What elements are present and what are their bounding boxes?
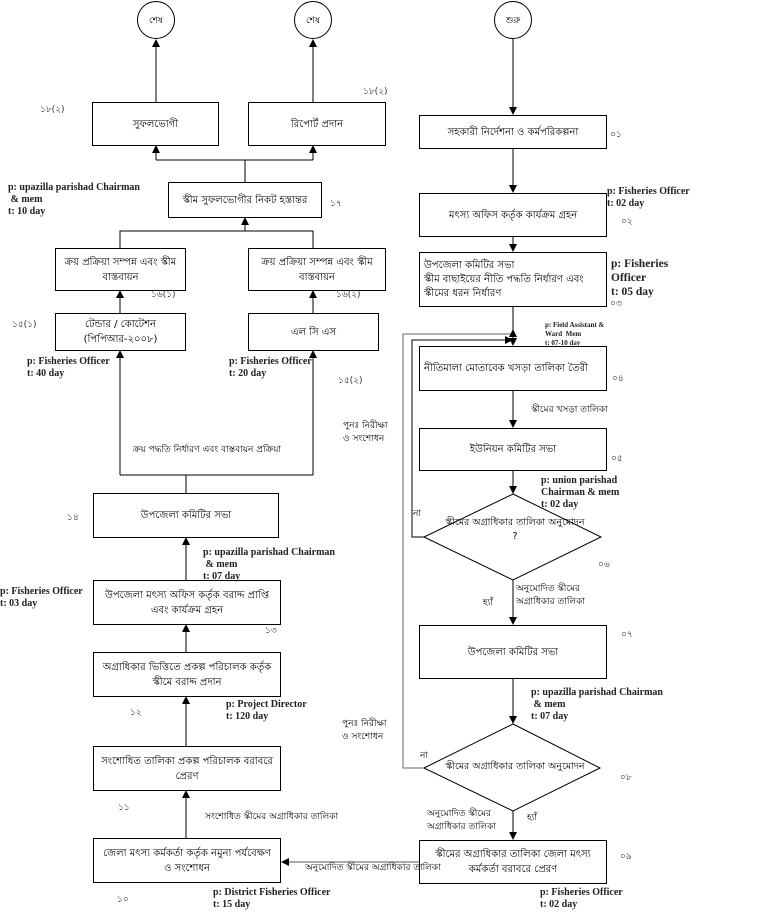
edge-label-approved-list: অনুমোদিত স্কীমের অগ্রাধিকার তালিকা <box>427 809 497 832</box>
step-12-box: অগ্রাধিকার ভিত্তিতে প্রকল্প পরিচালক কর্ত… <box>93 652 281 697</box>
responsibility-note: p: Fisheries Officer t: 05 day <box>611 258 669 298</box>
step-number: ০৭ <box>621 630 633 640</box>
responsibility-note: p: District Fisheries Officer t: 15 day <box>213 887 331 910</box>
decision-06-text: স্কীমের অগ্রাধিকার তালিকা অনুমোদন ? <box>445 517 585 542</box>
responsibility-note: p: Project Director t: 120 day <box>226 699 307 722</box>
step-number: ০৩ <box>610 299 622 309</box>
step-number: ০৬ <box>598 560 610 570</box>
start-terminal: শুরু <box>494 1 532 39</box>
step-13-box: উপজেলা মৎস্য অফিস কর্তৃক বরাদ্দ প্রাপ্তি… <box>93 580 281 625</box>
responsibility-note: p: Fisheries Officer t: 02 day <box>607 186 690 209</box>
step-14-box: উপজেলা কমিটির সভা <box>93 493 279 538</box>
responsibility-note: p: upazilla parishad Chairman & mem t: 0… <box>531 687 663 722</box>
edge-label-recheck: পুনঃ নিরীক্ষা ও সংশোধন <box>343 421 388 444</box>
step-number: ১৫(১) <box>12 320 37 330</box>
edge-label-yes: হ্যাঁ <box>483 598 493 608</box>
edge-06-no-loop <box>411 336 513 538</box>
step-number: ০১ <box>610 130 622 140</box>
step-number: ০৫ <box>611 454 623 464</box>
end-terminal-1: শেষ <box>137 1 175 39</box>
edge-label-recheck: পুনঃ নিরীক্ষা ও সংশোধন <box>342 719 387 742</box>
step-number: ০৮ <box>620 773 632 783</box>
step-number: ১৮(২) <box>40 105 65 115</box>
edge-label-no: না <box>413 509 421 519</box>
decision-08-text: স্কীমের অগ্রাধিকার তালিকা অনুমোদন <box>445 761 585 772</box>
step-07-box: উপজেলা কমিটির সভা <box>419 625 607 679</box>
step-05-box: ইউনিয়ন কমিটির সভা <box>419 428 607 471</box>
edge-16-merge <box>119 230 314 248</box>
edge-label-yes: হ্যাঁ <box>527 813 537 823</box>
edge-label-revised-list: সংশোধিত স্কীমের অগ্রাধিকার তালিকা <box>205 812 339 822</box>
step-02-box: মৎস্য অফিস কর্তৃক কার্যক্রম গ্রহন <box>419 193 607 237</box>
responsibility-note: p: union parishad Chairman & mem t: 02 d… <box>541 475 620 510</box>
step-number: ১৬(২) <box>336 290 361 300</box>
step-17-box: স্কীম সুফলভোগীর নিকট হস্তান্তর <box>168 182 322 218</box>
step-09-box: স্কীমের অগ্রাধিকার তালিকা জেলা মৎস্য কর্… <box>419 840 607 884</box>
step-18-2-box: রিপোর্ট প্রদান <box>248 102 386 146</box>
step-16-2-box: ক্রয় প্রক্রিয়া সম্পন্ন এবং স্কীম বাস্ত… <box>248 248 386 291</box>
step-number: ১৪ <box>67 513 79 523</box>
step-number: ১৩ <box>265 626 277 636</box>
step-16-1-box: ক্রয় প্রক্রিয়া সম্পন্ন এবং স্কীম বাস্ত… <box>55 248 186 291</box>
step-number: ১৫(২) <box>338 376 363 386</box>
step-10-box: জেলা মৎস্য কর্মকর্তা কর্তৃক নমুনা পর্যবে… <box>93 838 281 883</box>
step-number: ১০ <box>117 895 129 905</box>
responsibility-note: p: Field Assistant & Ward Mem t: 07-10 d… <box>545 321 605 347</box>
step-11-box: সংশোধিত তালিকা প্রকল্প পরিচালক বরাবরে প্… <box>93 746 281 791</box>
step-number: ১৭ <box>330 199 342 209</box>
step-number: ০২ <box>621 217 633 227</box>
step-number: ০৯ <box>620 852 632 862</box>
edge-label-draft-list: স্কীমের খসড়া তালিকা <box>531 405 608 415</box>
step-number: ১১ <box>118 803 130 813</box>
edge-label-no: না <box>420 751 428 761</box>
responsibility-note: p: Fisheries Officer t: 03 day <box>0 586 83 609</box>
step-number: ১৬(১) <box>151 290 176 300</box>
step-18-1-box: সুফলভোগী <box>92 102 219 146</box>
step-number: ১৮(২) <box>363 87 388 97</box>
edge-label-procurement: ক্রয় পদ্ধতি নির্ধারণ এবং বাস্তবায়ন প্র… <box>133 445 282 455</box>
step-number: ১২ <box>130 708 142 718</box>
end-terminal-2: শেষ <box>294 1 332 39</box>
step-number: ০৪ <box>612 374 624 384</box>
responsibility-note: p: upazilla parishad Chairman & mem t: 1… <box>8 182 140 217</box>
step-04-box: নীতিমালা মোতাবেক খসড়া তালিকা তৈরী <box>419 346 607 391</box>
edge-label-approved-list: অনুমোদিত স্কীমের অগ্রাধিকার তালিকা <box>305 863 441 873</box>
step-15-1-box: টেন্ডার / কোটেশন (পিপিআর-২০০৮) <box>55 313 186 351</box>
step-15-2-box: এল সি এস <box>248 313 379 351</box>
responsibility-note: p: Fisheries Officer t: 40 day <box>27 356 110 379</box>
step-03-box: উপজেলা কমিটির সভা স্কীম বাছাইয়ের নীতি প… <box>419 252 607 307</box>
responsibility-note: p: Fisheries Officer t: 02 day <box>540 887 623 910</box>
edge-label-approved-list: অনুমোদিত স্কীমের অগ্রাধিকার তালিকা <box>516 584 586 607</box>
step-01-box: সহকারী নির্দেশনা ও কর্মপরিকল্পনা <box>419 115 607 149</box>
responsibility-note: p: Fisheries Officer t: 20 day <box>229 356 312 379</box>
responsibility-note: p: upazilla parishad Chairman & mem t: 0… <box>203 547 335 582</box>
